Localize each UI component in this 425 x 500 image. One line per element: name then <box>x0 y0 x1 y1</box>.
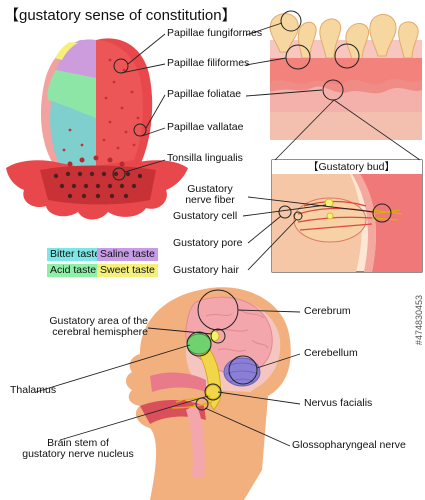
label-tonsilla-lingualis: Tonsilla lingualis <box>167 152 243 164</box>
label-gustatory-pore: Gustatory pore <box>173 237 243 249</box>
label-gustatory-area-line2: cerebral hemisphere <box>52 326 148 338</box>
sweet-region <box>55 42 78 60</box>
label-nervus-facialis: Nervus facialis <box>304 397 373 409</box>
cerebellum-shape <box>223 357 261 387</box>
label-gustatory-area-line1: Gustatory area of the <box>49 315 148 327</box>
bitter-region <box>50 95 96 170</box>
head-illustration <box>126 287 291 500</box>
page-title: 【gustatory sense of constitution】 <box>4 7 237 24</box>
oral-cavity <box>140 400 206 424</box>
label-gustatory-nerve-fiber: Gustatory nerve fiber <box>172 184 248 206</box>
label-glossopharyngeal-nerve: Glossopharyngeal nerve <box>292 439 406 451</box>
label-papillae-vallatae: Papillae vallatae <box>167 121 244 133</box>
label-gustatory-cell: Gustatory cell <box>173 210 238 222</box>
label-papillae-foliatae: Papillae foliatae <box>167 88 242 100</box>
legend-saline-taste: Saline taste <box>97 248 158 261</box>
legend-acid-taste: Acid taste <box>47 264 100 277</box>
label-papillae-filiformes: Papillae filiformes <box>167 57 250 69</box>
label-nerve-fiber-line2: nerve fiber <box>185 194 235 206</box>
tongue-illustration <box>6 38 188 220</box>
thalamus-shape <box>186 333 212 355</box>
surface-section <box>269 10 422 140</box>
legend-bitter-taste: Bitter taste <box>47 248 104 261</box>
legend-sweet-taste: Sweet taste <box>97 264 158 277</box>
gustatory-bud-title: 【Gustatory bud】 <box>308 161 395 173</box>
gustatory-bud-panel <box>271 99 423 273</box>
label-nerve-fiber-line1: Gustatory <box>187 183 233 195</box>
label-brain-stem-line1: Brain stem of <box>47 437 109 449</box>
label-brain-stem: Brain stem of gustatory nerve nucleus <box>4 438 152 460</box>
label-gustatory-hair: Gustatory hair <box>173 264 239 276</box>
leader-lines <box>35 22 375 447</box>
stock-id-watermark: #474830453 <box>414 295 424 346</box>
label-cerebellum: Cerebellum <box>304 347 358 359</box>
acid-region <box>47 70 96 118</box>
label-brain-stem-line2: gustatory nerve nucleus <box>22 448 134 460</box>
label-papillae-fungiformes: Papillae fungiformes <box>167 27 263 39</box>
label-thalamus: Thalamus <box>10 384 57 396</box>
label-gustatory-area: Gustatory area of the cerebral hemispher… <box>4 316 148 338</box>
label-cerebrum: Cerebrum <box>304 305 351 317</box>
saline-region <box>56 40 96 78</box>
